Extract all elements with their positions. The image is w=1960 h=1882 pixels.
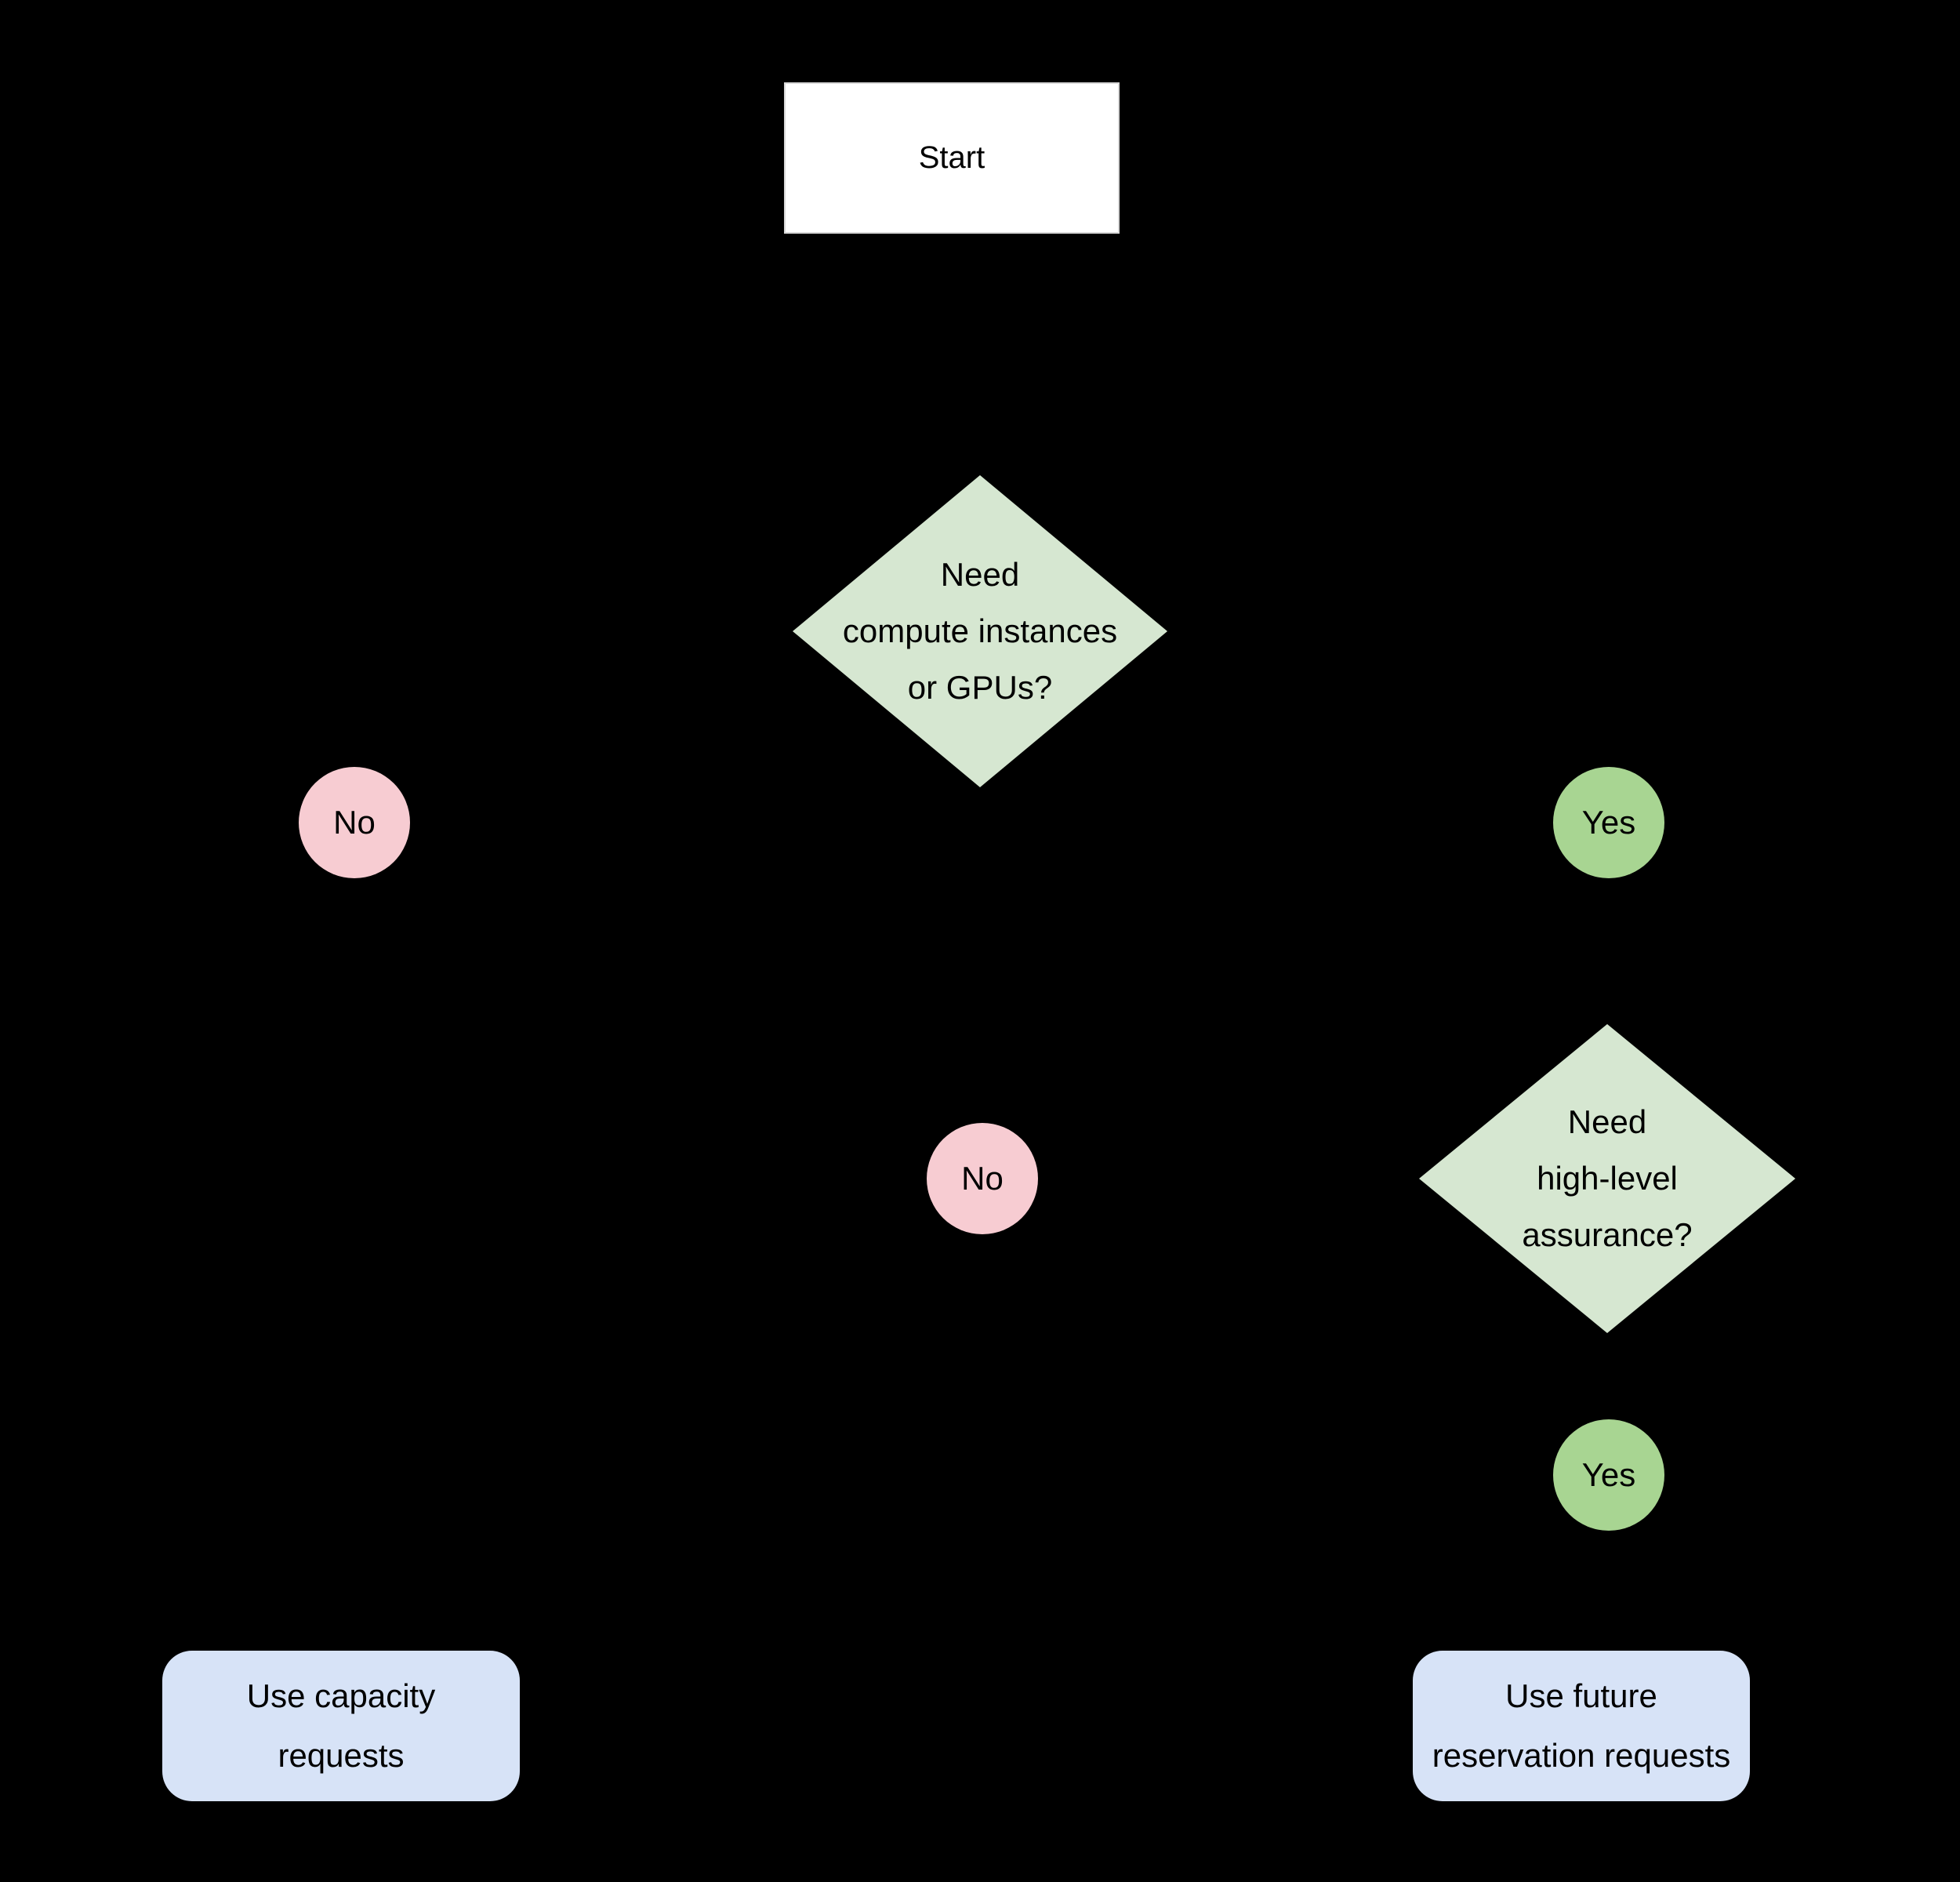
outcome-future-line1: Use future	[1505, 1677, 1657, 1714]
connector-start-to-compute	[950, 234, 982, 476]
branch-no-assurance: No	[927, 1123, 1038, 1234]
outcome-future-line2: reservation requests	[1432, 1737, 1731, 1774]
branch-yes-assurance-label: Yes	[1581, 1456, 1636, 1493]
decision-compute-diamond	[793, 475, 1167, 787]
branch-yes-compute-label: Yes	[1581, 804, 1636, 841]
start-label: Start	[918, 140, 985, 175]
outcome-capacity-line1: Use capacity	[246, 1677, 436, 1714]
branch-no-assurance-label: No	[961, 1160, 1004, 1197]
outcome-capacity-requests: Use capacity requests	[162, 1651, 520, 1801]
branch-no-compute-label: No	[333, 804, 376, 841]
decision-assurance-diamond	[1419, 1024, 1795, 1333]
outcome-future-reservation-requests: Use future reservation requests	[1413, 1651, 1750, 1801]
branch-yes-assurance: Yes	[1553, 1419, 1664, 1531]
connector-compute-yes	[1167, 630, 1610, 1024]
branch-yes-compute: Yes	[1553, 767, 1664, 878]
connector-compute-no	[353, 630, 793, 1651]
start-node: Start	[784, 82, 1120, 234]
branch-no-compute: No	[299, 767, 410, 878]
outcome-capacity-line2: requests	[278, 1737, 405, 1774]
